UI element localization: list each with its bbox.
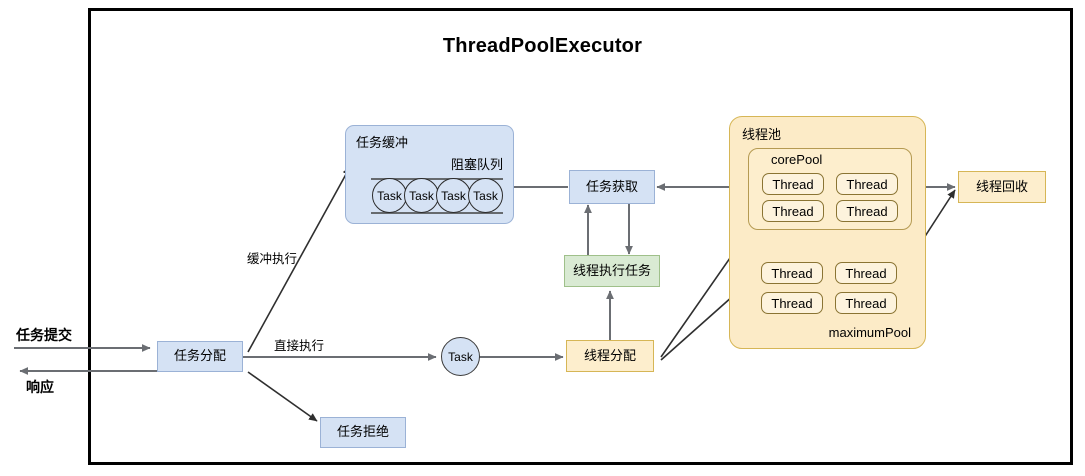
panel-thread-pool: 线程池 maximumPool corePool Thread Thread T… bbox=[729, 116, 926, 349]
panel-label-core-pool: corePool bbox=[771, 152, 823, 167]
queue-task-0[interactable]: Task bbox=[372, 178, 407, 213]
node-thread-execute[interactable]: 线程执行任务 bbox=[564, 255, 660, 287]
page-title: ThreadPoolExecutor bbox=[442, 35, 643, 57]
outer-frame bbox=[88, 8, 1073, 465]
label-buffered-execute: 缓冲执行 bbox=[247, 252, 298, 266]
label-response: 响应 bbox=[26, 379, 54, 395]
node-task-reject[interactable]: 任务拒绝 bbox=[320, 417, 406, 448]
panel-label-thread-pool: 线程池 bbox=[742, 127, 782, 142]
panel-core-pool: corePool Thread Thread Thread Thread bbox=[748, 148, 912, 230]
core-thread-0[interactable]: Thread bbox=[762, 173, 824, 195]
node-thread-dispatch[interactable]: 线程分配 bbox=[566, 340, 654, 372]
queue-task-1[interactable]: Task bbox=[404, 178, 439, 213]
panel-task-buffer: 任务缓冲 阻塞队列 Task Task Task Task bbox=[345, 125, 514, 224]
max-thread-1[interactable]: Thread bbox=[835, 262, 897, 284]
node-thread-recycle[interactable]: 线程回收 bbox=[958, 171, 1046, 203]
core-thread-1[interactable]: Thread bbox=[836, 173, 898, 195]
panel-label-blocking-queue: 阻塞队列 bbox=[450, 157, 503, 172]
node-task-fetch[interactable]: 任务获取 bbox=[569, 170, 655, 204]
core-thread-3[interactable]: Thread bbox=[836, 200, 898, 222]
max-thread-2[interactable]: Thread bbox=[761, 292, 823, 314]
panel-label-maximum-pool: maximumPool bbox=[828, 325, 911, 340]
queue-task-3[interactable]: Task bbox=[468, 178, 503, 213]
dark-connectors bbox=[247, 166, 956, 422]
queue-rail-top bbox=[371, 178, 503, 180]
queue-rail-bottom bbox=[371, 212, 503, 214]
label-task-submit: 任务提交 bbox=[16, 327, 72, 343]
panel-label-task-buffer: 任务缓冲 bbox=[356, 135, 409, 150]
label-direct-execute: 直接执行 bbox=[274, 339, 325, 353]
max-thread-0[interactable]: Thread bbox=[761, 262, 823, 284]
max-thread-3[interactable]: Thread bbox=[835, 292, 897, 314]
queue-task-2[interactable]: Task bbox=[436, 178, 471, 213]
node-task-circle[interactable]: Task bbox=[441, 337, 480, 376]
node-task-dispatch[interactable]: 任务分配 bbox=[157, 341, 243, 372]
core-thread-2[interactable]: Thread bbox=[762, 200, 824, 222]
